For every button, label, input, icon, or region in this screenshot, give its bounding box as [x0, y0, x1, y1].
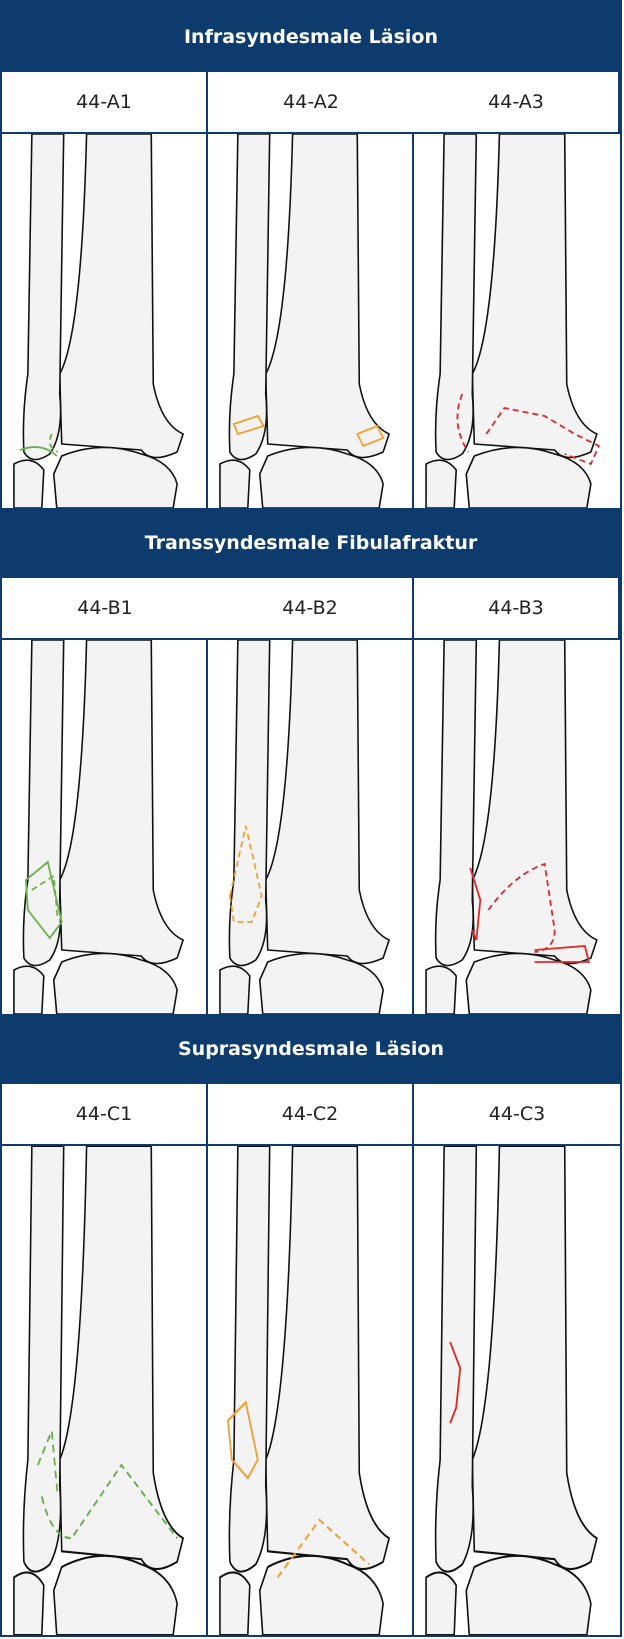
tibia-shape [472, 1146, 597, 1569]
ankle-drawing-b2 [208, 640, 412, 1014]
fibula-shape [229, 1146, 269, 1572]
code-label-c1: 44-C1 [2, 1084, 208, 1146]
calcaneus-shape [220, 1572, 250, 1635]
calcaneus-shape [220, 966, 250, 1014]
illustration-a1 [2, 134, 208, 508]
fibula-shape [436, 134, 477, 460]
fibula-shape [229, 134, 269, 460]
ankle-drawing-c1 [2, 1146, 206, 1635]
calcaneus-shape [426, 966, 456, 1014]
fibula-shape [23, 1146, 63, 1572]
calcaneus-shape [220, 460, 250, 508]
illustration-c2 [208, 1146, 414, 1635]
tibia-shape [60, 640, 183, 964]
tibia-shape [60, 134, 183, 458]
illustration-b2 [208, 640, 414, 1014]
code-label-c2: 44-C2 [208, 1084, 414, 1146]
fibula-shape [23, 640, 63, 966]
illustration-a2 [208, 134, 414, 508]
illustration-c3 [414, 1146, 620, 1635]
code-label-a3: 44-A3 [414, 72, 620, 134]
tibia-shape [266, 134, 389, 458]
ankle-drawing-a3 [414, 134, 620, 508]
ankle-drawing-c3 [414, 1146, 620, 1635]
illustration-b1 [2, 640, 208, 1014]
calcaneus-shape [426, 460, 456, 508]
tibia-shape [472, 640, 597, 964]
fibula-shape [436, 640, 477, 966]
calcaneus-shape [426, 1572, 456, 1635]
code-label-a2: 44-A2 [208, 72, 414, 134]
ankle-drawing-a1 [2, 134, 206, 508]
ankle-drawing-b3 [414, 640, 620, 1014]
illustration-b3 [414, 640, 620, 1014]
tibia-shape [472, 134, 597, 458]
section-header-a: Infrasyndesmale Läsion [2, 2, 620, 72]
illustration-c1 [2, 1146, 208, 1635]
illustration-a3 [414, 134, 620, 508]
calcaneus-shape [14, 1572, 44, 1635]
tibia-shape [266, 640, 389, 964]
fibula-shape [23, 134, 63, 460]
ankle-drawing-b1 [2, 640, 206, 1014]
code-label-b2: 44-B2 [208, 578, 414, 640]
ankle-drawing-c2 [208, 1146, 412, 1635]
tibia-shape [60, 1146, 183, 1569]
calcaneus-shape [14, 460, 44, 508]
fibula-shape [229, 640, 269, 966]
code-label-c3: 44-C3 [414, 1084, 620, 1146]
section-header-c: Suprasyndesmale Läsion [2, 1014, 620, 1084]
section-header-b: Transsyndesmale Fibulafraktur [2, 508, 620, 578]
code-label-b1: 44-B1 [2, 578, 208, 640]
ankle-drawing-a2 [208, 134, 412, 508]
calcaneus-shape [14, 966, 44, 1014]
tibia-shape [266, 1146, 389, 1569]
code-label-b3: 44-B3 [414, 578, 620, 640]
code-label-a1: 44-A1 [2, 72, 208, 134]
